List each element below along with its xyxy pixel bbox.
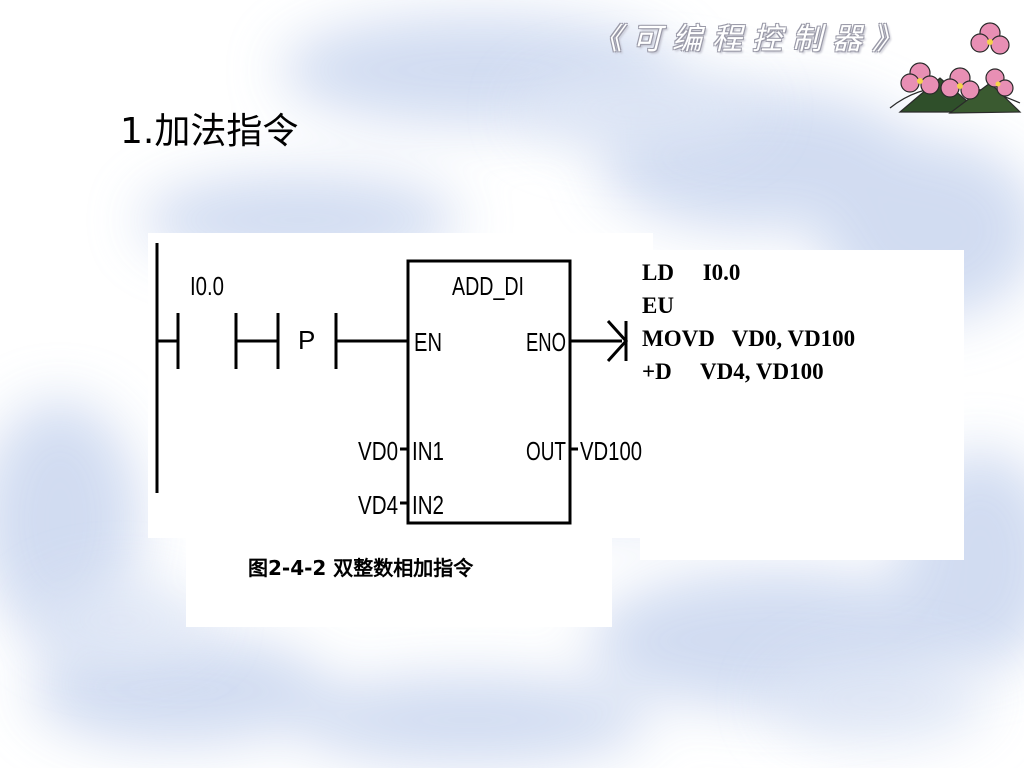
contact-label: I0.0 [190, 271, 224, 301]
in1-operand: VD0 [358, 436, 398, 466]
section-title: 1.加法指令 [120, 111, 299, 152]
eno-label: ENO [526, 327, 566, 357]
in1-label: IN1 [412, 436, 444, 466]
box-title: ADD_DI [452, 271, 524, 301]
stl-line: LD I0.0 [642, 260, 741, 285]
flower-decoration-icon [889, 22, 1022, 114]
stl-code: LD I0.0 EU MOVD VD0, VD100 +D VD4, VD100 [642, 256, 942, 388]
stl-line: +D VD4, VD100 [642, 359, 824, 384]
out-operand: VD100 [580, 436, 642, 466]
stl-line: MOVD VD0, VD100 [642, 326, 856, 351]
code-panel [640, 250, 964, 560]
edge-label: P [298, 325, 315, 355]
out-label: OUT [526, 436, 566, 466]
figure-caption: 图2-4-2 双整数相加指令 [248, 556, 474, 580]
en-label: EN [414, 327, 442, 357]
add-di-box [406, 259, 572, 525]
in2-operand: VD4 [358, 490, 398, 520]
in2-label: IN2 [412, 490, 444, 520]
stl-line: EU [642, 293, 674, 318]
header-title: 《可编程控制器》 [592, 22, 912, 57]
ladder-diagram: I0.0 P ADD_DI EN ENO IN1 IN2 OUT VD0 VD4… [155, 243, 642, 525]
caption-panel [186, 535, 612, 627]
